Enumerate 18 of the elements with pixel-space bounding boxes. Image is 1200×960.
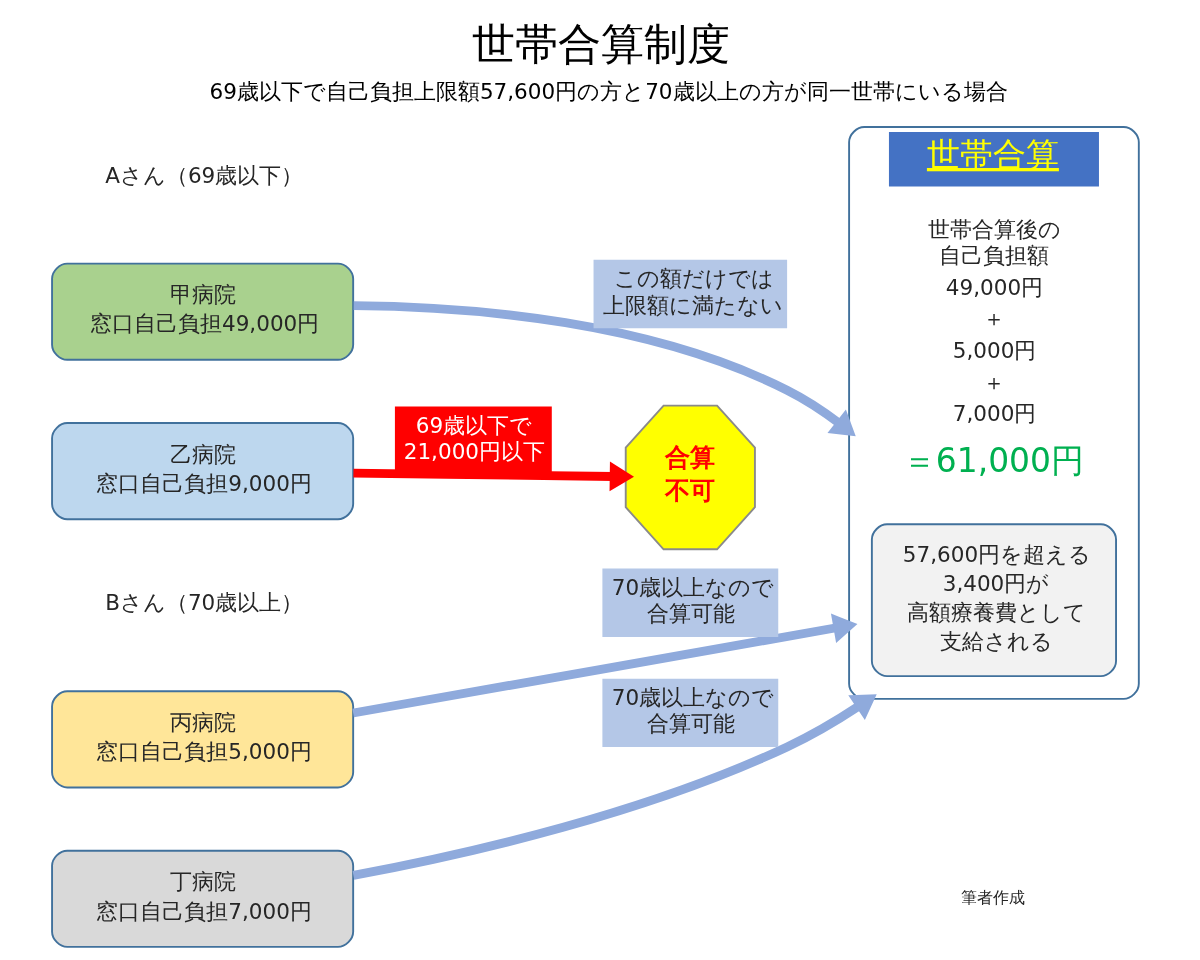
arrow [352, 461, 634, 492]
node-box: 乙病院 窓口自己負担9,000円 [50, 422, 354, 521]
node-box: 甲病院 窓口自己負担49,000円 [50, 262, 354, 361]
node-box: 丙病院 窓口自己負担5,000円 [50, 690, 354, 789]
node-box: 57,600円を超える3,400円が高額療養費として支給される [870, 523, 1117, 678]
edge-label: 70歳以上なので合算可能 [611, 684, 774, 737]
label: 筆者作成 [960, 888, 1025, 908]
node-box: 丁病院 窓口自己負担7,000円 [50, 849, 354, 948]
label: Aさん（69歳以下） [104, 162, 303, 188]
edge-label: この額だけでは上限額に満たない [602, 265, 783, 318]
diagram-title: 世帯合算制度 [471, 18, 730, 69]
arrow [351, 613, 857, 718]
edge-label: 69歳以下で21,000円以下 [403, 412, 545, 465]
arrow [353, 301, 856, 437]
caption: 69歳以下で自己負担上限額57,600円の方と70歳以上の方が同一世帯にいる場合 [209, 78, 1008, 104]
edge-label: 70歳以上なので合算可能 [611, 574, 774, 627]
label: Bさん（70歳以上） [104, 590, 303, 616]
arrow [352, 694, 877, 880]
